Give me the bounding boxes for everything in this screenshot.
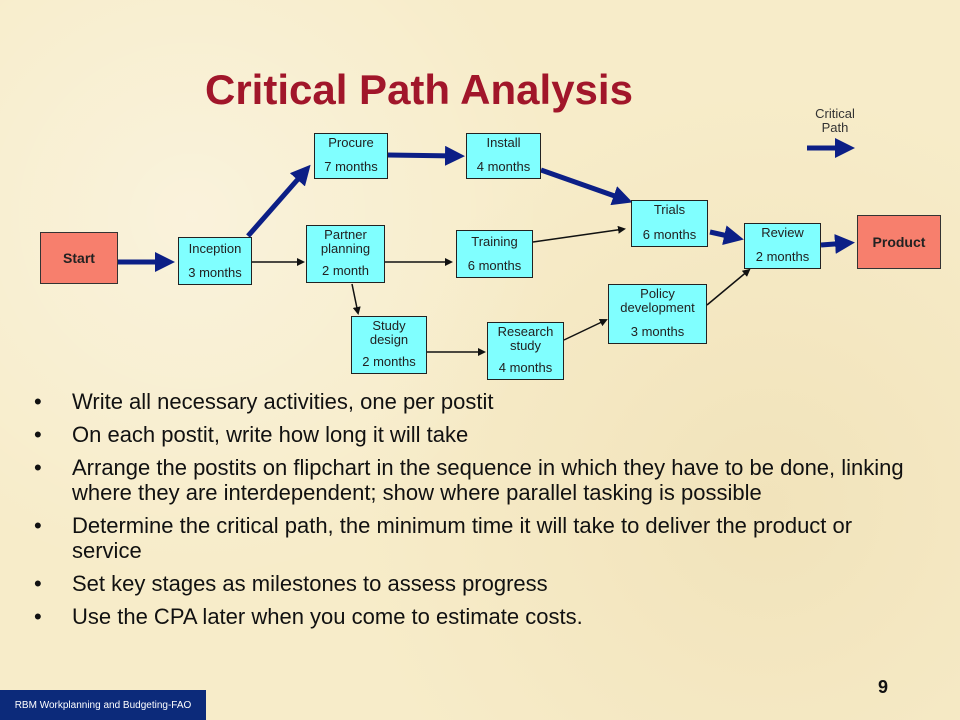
arrow-install-trials xyxy=(540,167,633,206)
node-review: Review 2 months xyxy=(744,223,821,269)
legend-label: Critical Path xyxy=(815,106,855,135)
slide-title: Critical Path Analysis xyxy=(205,66,633,113)
arrow-review-product xyxy=(820,233,855,254)
bullet-item: Set key stages as milestones to assess p… xyxy=(34,571,914,596)
product-node: Product xyxy=(857,215,941,269)
node-inception: Inception 3 months xyxy=(178,237,252,285)
footer-label: RBM Workplanning and Budgeting-FAO xyxy=(0,690,206,720)
bullet-list: Write all necessary activities, one per … xyxy=(34,389,914,637)
arrow-inception-procure xyxy=(246,164,311,238)
arrow-trials-review xyxy=(709,225,744,245)
start-node: Start xyxy=(40,232,118,284)
arrow-procure-install xyxy=(387,145,465,166)
node-research-study: Research study 4 months xyxy=(487,322,564,380)
bullet-item: Determine the critical path, the minimum… xyxy=(34,513,914,563)
arrow-training-trials xyxy=(532,225,626,243)
node-study-design: Study design 2 months xyxy=(351,316,427,374)
bullet-item: On each postit, write how long it will t… xyxy=(34,422,914,447)
bullet-item: Arrange the postits on flipchart in the … xyxy=(34,455,914,505)
bullet-item: Use the CPA later when you come to estim… xyxy=(34,604,914,629)
arrow-policy-review xyxy=(706,268,751,306)
node-policy-development: Policy development 3 months xyxy=(608,284,707,344)
bullet-item: Write all necessary activities, one per … xyxy=(34,389,914,414)
page-number: 9 xyxy=(878,677,889,697)
node-training: Training 6 months xyxy=(456,230,533,278)
arrow-partner-study xyxy=(351,283,361,315)
node-partner-planning: Partner planning 2 month xyxy=(306,225,385,283)
node-procure: Procure 7 months xyxy=(314,133,388,179)
arrow-research-policy xyxy=(563,318,608,341)
node-install: Install 4 months xyxy=(466,133,541,179)
node-trials: Trials 6 months xyxy=(631,200,708,247)
